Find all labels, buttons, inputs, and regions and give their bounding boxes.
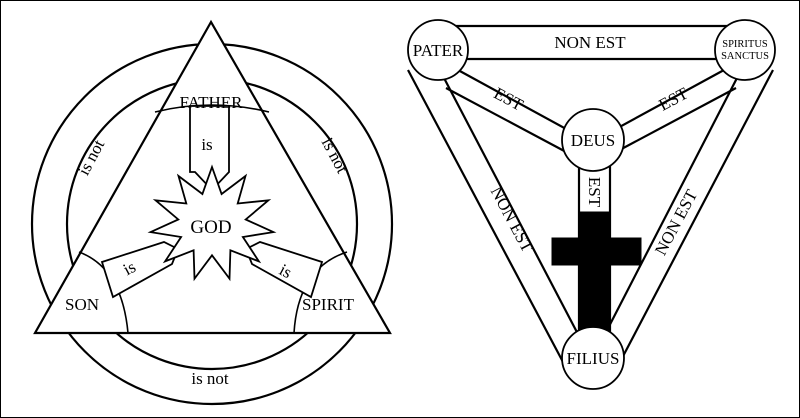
pater-filius-band-inner	[443, 77, 581, 339]
son-spirit-is-not-label: is not	[191, 369, 229, 388]
spiritus-deus-est-label: EST	[656, 83, 692, 114]
right-trinity-diagram: PATER SPIRITUS SANCTUS DEUS FILIUS NON E…	[407, 19, 776, 390]
god-starburst	[147, 164, 277, 282]
pater-label: PATER	[413, 41, 464, 60]
spirit-label: SPIRIT	[302, 295, 355, 314]
cross-icon	[551, 211, 642, 341]
spiritus-label: SPIRITUS	[722, 39, 768, 50]
father-son-is-not-label: is not	[74, 136, 108, 178]
filius-label: FILIUS	[567, 349, 620, 368]
father-god-is-label: is	[201, 135, 212, 154]
deus-node	[561, 108, 625, 172]
spiritus-deus-band-bottom	[613, 87, 737, 154]
filius-node	[561, 326, 625, 390]
outer-triangle	[33, 19, 392, 335]
pater-deus-band-top	[457, 69, 569, 131]
left-trinity-diagram: FATHER SON SPIRIT GOD is is is is not is…	[30, 19, 394, 406]
son-label: SON	[65, 295, 99, 314]
pater-node	[407, 19, 469, 81]
pater-spiritus-non-est-label: NON EST	[554, 33, 626, 52]
deus-filius-est-label: EST	[585, 177, 604, 208]
pater-filius-non-est-label: NON EST	[487, 183, 538, 255]
pater-filius-band-outer	[407, 69, 564, 363]
deus-label: DEUS	[571, 131, 615, 150]
spiritus-deus-band-top	[613, 69, 725, 131]
father-node-arc	[154, 104, 270, 113]
sanctus-label: SANCTUS	[721, 51, 769, 62]
god-label: GOD	[190, 217, 231, 238]
spiritus-sanctus-node	[714, 19, 776, 81]
spiritus-filius-band-inner	[602, 77, 738, 339]
pater-deus-band-bottom	[445, 87, 569, 154]
spiritus-filius-band-outer	[619, 69, 774, 363]
father-label: FATHER	[180, 93, 244, 112]
pater-deus-est-label: EST	[491, 84, 527, 115]
